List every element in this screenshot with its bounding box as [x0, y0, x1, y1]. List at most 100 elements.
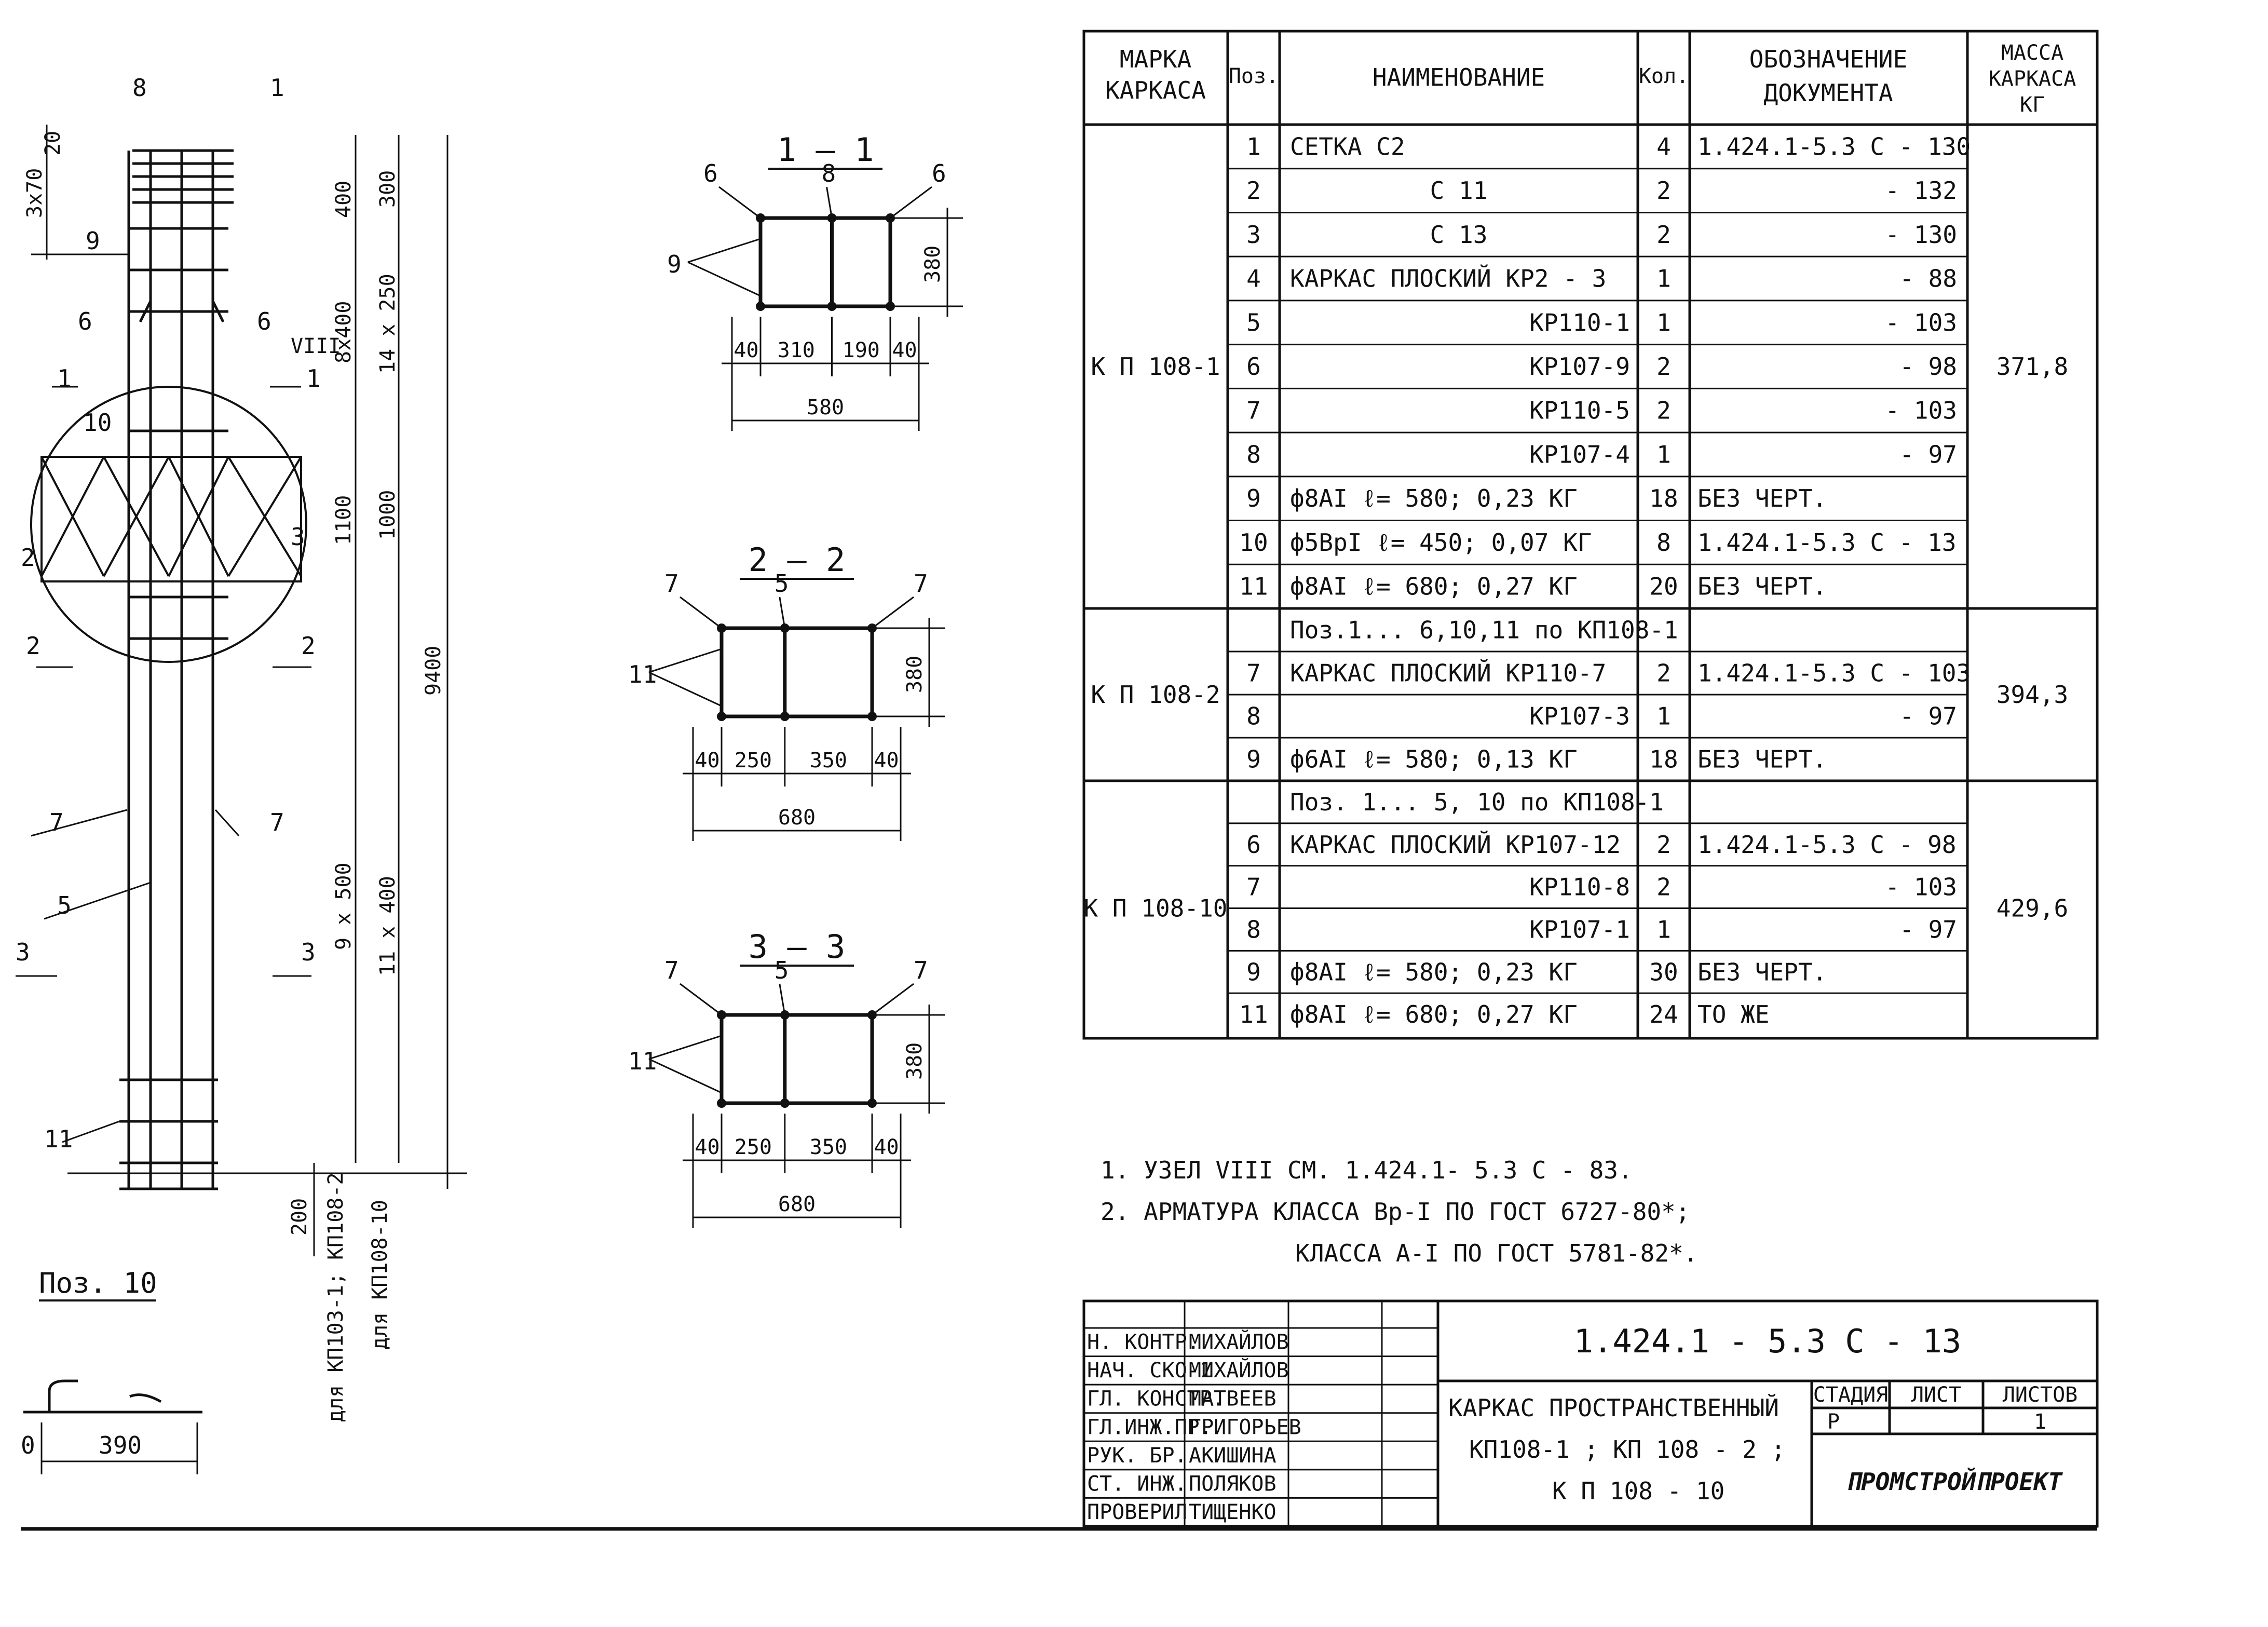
dim-20: 20 [41, 131, 65, 156]
row-doc: - 97 [1899, 702, 1957, 730]
row-qty: 2 [1656, 659, 1671, 687]
row-name: КР110-8 [1529, 873, 1630, 901]
row-pos: 8 [1246, 440, 1261, 468]
callout-6-right: 6 [257, 307, 271, 335]
row-name: КАРКАС ПЛОСКИЙ КР110-7 [1290, 659, 1606, 687]
row-qty: 2 [1656, 397, 1671, 425]
row-doc: - 103 [1885, 397, 1957, 425]
header-doc-line1: ОБОЗНАЧЕНИЕ [1749, 45, 1908, 73]
dim-1000: 1000 [376, 490, 400, 540]
row-qty: 1 [1656, 308, 1671, 336]
note-2: 2. АРМАТУРА КЛАССА Вр-I ПО ГОСТ 6727-80*… [1101, 1198, 1690, 1226]
note-1: 1. УЗЕЛ VIII СМ. 1.424.1- 5.3 С - 83. [1101, 1156, 1633, 1184]
row-doc: БЕЗ ЧЕРТ. [1697, 958, 1827, 986]
sheet-label: ЛИСТ [1911, 1383, 1961, 1407]
section-dim: 40 [892, 338, 917, 362]
row-doc: БЕЗ ЧЕРТ. [1697, 573, 1827, 601]
row-qty: 1 [1656, 702, 1671, 730]
header-pos: Поз. [1229, 64, 1279, 88]
callout-2: 2 [21, 544, 35, 572]
row-pos: 8 [1246, 915, 1261, 943]
rebar-dot [717, 712, 726, 721]
row-name: ф8АI ℓ= 680; 0,27 КГ [1290, 1000, 1578, 1028]
row-doc: 1.424.1-5.3 С - 98 [1697, 831, 1957, 859]
section-mark-3-left: 3 [16, 938, 30, 966]
group-mass: 371,8 [1997, 352, 2068, 381]
row-name: Поз. 1... 5, 10 по КП108-1 [1290, 788, 1664, 816]
signature-name: МАТВЕЕВ [1189, 1387, 1276, 1411]
row-name: ф6АI ℓ= 580; 0,13 КГ [1290, 745, 1578, 774]
rebar-dot [717, 1099, 726, 1108]
row-qty: 18 [1649, 745, 1678, 774]
signature-role: ГЛ. КОНСТР. [1087, 1387, 1225, 1411]
signature-role: НАЧ. СКО-1 [1087, 1359, 1212, 1382]
dim-9x500: 9 х 500 [332, 862, 356, 950]
section-dim: 350 [810, 749, 847, 772]
callout-1: 1 [270, 74, 284, 102]
row-pos: 9 [1246, 958, 1261, 986]
section-dim: 190 [843, 338, 880, 362]
section-mark-2-right: 2 [301, 632, 316, 660]
row-doc: 1.424.1-5.3 С - 13 [1697, 528, 1957, 557]
section-mark-1-right: 1 [306, 364, 321, 392]
row-qty: 4 [1656, 132, 1671, 160]
row-doc: - 97 [1899, 915, 1957, 943]
section-dim: 40 [874, 1135, 899, 1159]
rebar-dot [756, 302, 765, 311]
rebar-dot [780, 712, 790, 721]
row-name: Поз.1... 6,10,11 по КП108-1 [1290, 616, 1678, 644]
row-doc: 1.424.1-5.3 С - 103 [1697, 659, 1971, 687]
doc-code: 1.424.1 - 5.3 С - 13 [1574, 1322, 1962, 1360]
organization: ПРОМСТРОЙПРОЕКТ [1846, 1468, 2063, 1496]
row-name: КР107-1 [1529, 915, 1630, 943]
row-name: С 11 [1430, 177, 1488, 205]
row-doc: БЕЗ ЧЕРТ. [1697, 745, 1827, 774]
note-kp108-10: для КП108-10 [368, 1200, 392, 1350]
row-pos: 10 [1239, 528, 1268, 557]
header-mass-line2: КАРКАСА [1989, 67, 2076, 91]
section-title: 1 — 1 [777, 131, 874, 169]
row-qty: 18 [1649, 484, 1678, 512]
row-doc: БЕЗ ЧЕРТ. [1697, 484, 1827, 512]
row-name: КР110-5 [1529, 397, 1630, 425]
dim-8x400: 8х400 [332, 301, 356, 363]
dim-3x70: 3х70 [23, 168, 47, 218]
note-3: КЛАССА А-I ПО ГОСТ 5781-82*. [1295, 1239, 1697, 1267]
section-dim: 310 [778, 338, 815, 362]
signature-name: ТИЩЕНКО [1189, 1500, 1276, 1524]
section-dim: 250 [735, 749, 772, 772]
section-mark-1-left: 1 [57, 364, 72, 392]
row-pos: 2 [1246, 177, 1261, 205]
pos10-dim-390: 390 [99, 1431, 142, 1459]
row-doc: - 103 [1885, 873, 1957, 901]
section-dim: 40 [695, 1135, 719, 1159]
row-qty: 1 [1656, 915, 1671, 943]
group-mark: К П 108-1 [1091, 352, 1220, 381]
row-name: ф8АI ℓ= 580; 0,23 КГ [1290, 958, 1578, 986]
group-mass: 429,6 [1997, 894, 2068, 923]
callout-9: 9 [86, 227, 100, 255]
row-name: КР107-9 [1529, 352, 1630, 381]
signature-role: РУК. БР. [1087, 1444, 1187, 1468]
row-pos: 11 [1239, 573, 1268, 601]
section-dim: 40 [734, 338, 758, 362]
header-doc-line2: ДОКУМЕНТА [1763, 79, 1893, 107]
section-title: 3 — 3 [749, 928, 846, 966]
row-name: КР110-1 [1529, 308, 1630, 336]
cage-elevation: 20 3х70 400 8х400 1100 9 х 500 300 14 х … [16, 74, 467, 1422]
signature-role: СТ. ИНЖ. [1087, 1472, 1187, 1496]
section-callout: 7 [914, 956, 928, 984]
callout-7-right: 7 [270, 808, 284, 836]
section-callout: 7 [664, 956, 679, 984]
section-height: 380 [903, 1042, 927, 1080]
row-qty: 2 [1656, 221, 1671, 249]
header-mark-line1: МАРКА [1120, 45, 1191, 73]
title-line-3: К П 108 - 10 [1552, 1477, 1724, 1505]
section-total: 680 [778, 1192, 816, 1216]
signature-role: ПРОВЕРИЛ [1087, 1500, 1187, 1524]
row-doc: - 88 [1899, 265, 1957, 293]
